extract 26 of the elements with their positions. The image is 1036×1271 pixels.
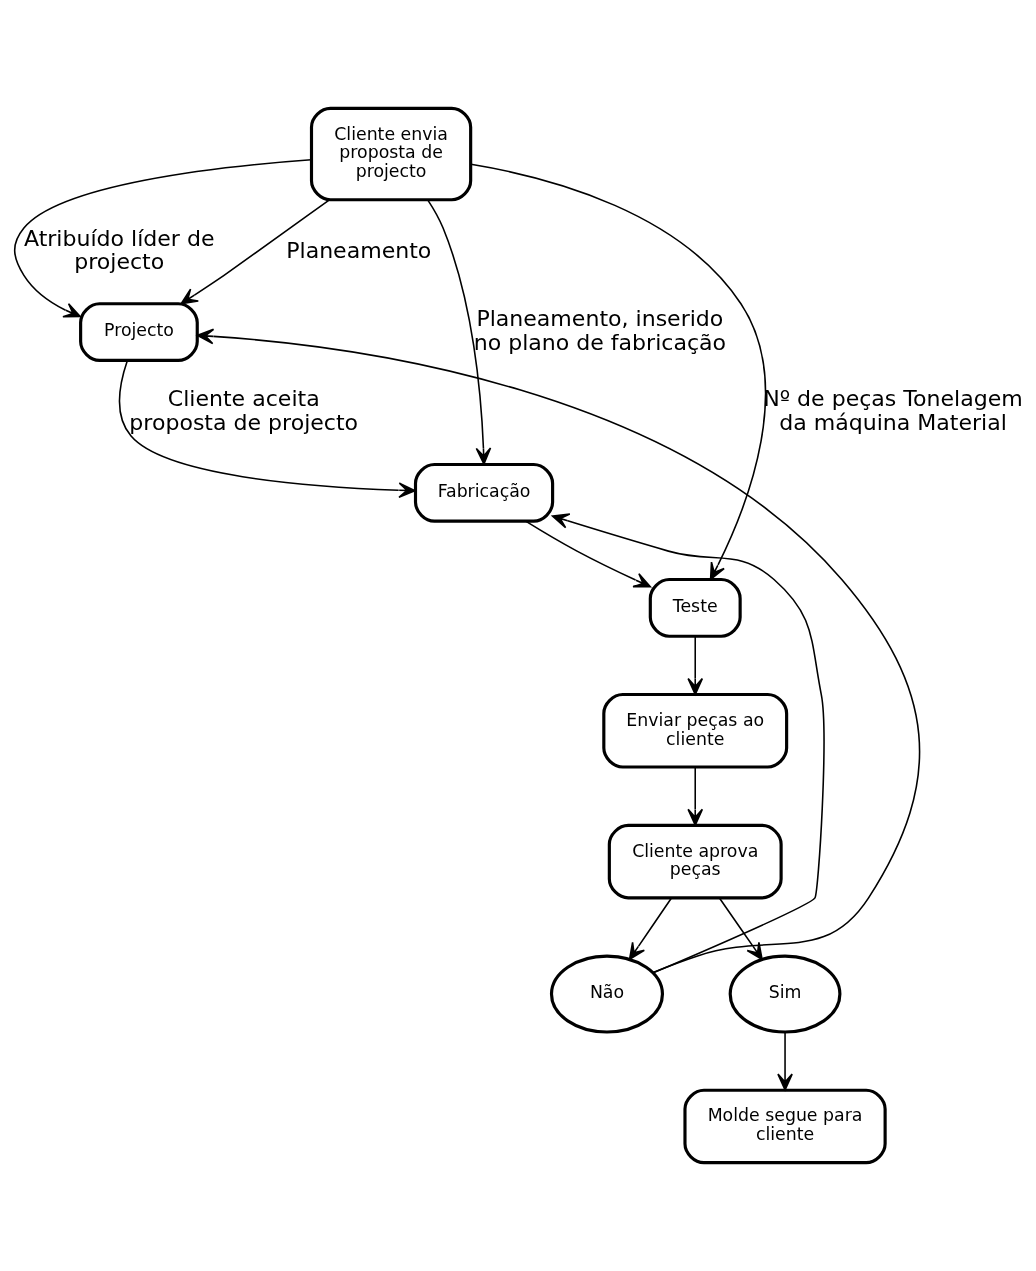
arrow	[13, 159, 312, 318]
arrow	[628, 897, 672, 961]
node-box: Projecto	[79, 302, 199, 363]
edge-label: Planeamento, inserido no plano de fabricação	[473, 306, 727, 355]
node-ellipse: Não	[549, 954, 665, 1034]
node-box: Cliente envia proposta de projecto	[309, 106, 473, 202]
edge-label: Atribuído líder de projecto	[23, 225, 215, 275]
arrow	[180, 199, 331, 305]
edge-label: Planeamento	[286, 237, 432, 263]
arrow	[551, 513, 825, 974]
node-box: Molde segue para cliente	[683, 1088, 887, 1165]
arrow	[118, 360, 416, 499]
edge-label: Cliente aceita proposta de projecto	[129, 386, 359, 436]
arrow	[687, 635, 704, 696]
node-box: Teste	[648, 577, 742, 638]
node-box: Cliente aprova peças	[607, 823, 783, 900]
arrow	[470, 163, 767, 581]
arrow	[719, 897, 763, 961]
arrow	[196, 328, 921, 974]
arrow	[427, 199, 492, 465]
node-box: Fabricação	[413, 462, 555, 523]
arrow	[525, 520, 652, 588]
arrow	[777, 1031, 793, 1091]
arrow	[687, 766, 704, 826]
node-ellipse: Sim	[728, 954, 842, 1034]
node-box: Enviar peças ao cliente	[602, 692, 789, 769]
